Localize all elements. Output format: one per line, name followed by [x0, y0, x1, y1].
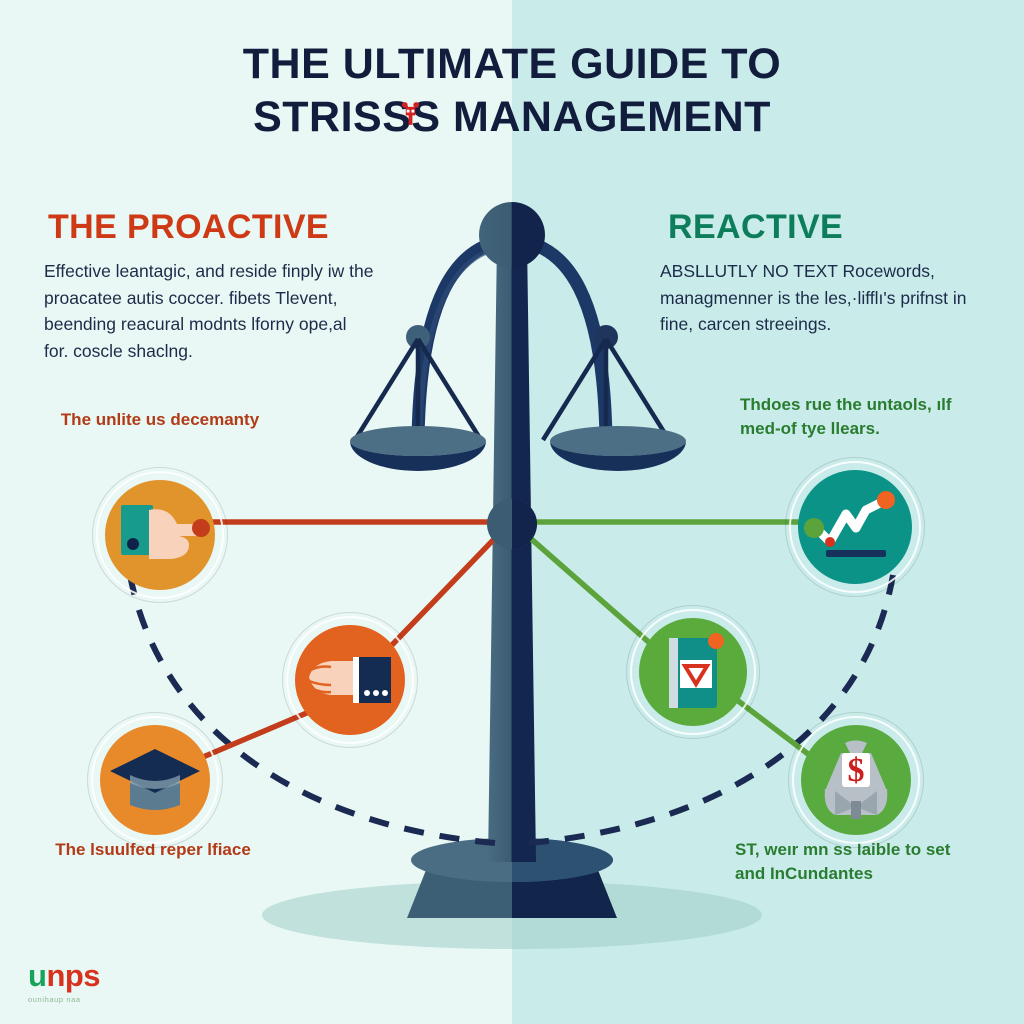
caption-right-top: Thdoes rue the untaols, ılf med-of tye l… — [740, 395, 952, 438]
left-column-heading: THE PROACTIVE — [48, 208, 330, 246]
title-line-2: STRISSS MANAGEMENT — [253, 93, 771, 142]
node-handshake[interactable] — [282, 612, 418, 748]
scale-pivot-ball — [479, 202, 545, 268]
node-outer-ring — [87, 712, 223, 848]
node-outer-ring — [626, 605, 760, 739]
dashed-arc-left — [127, 574, 496, 846]
scale-base-top-shade — [512, 838, 613, 882]
dashed-arc-right — [527, 574, 896, 846]
logo-tagline: ounihaup naa — [28, 995, 81, 1004]
scale-left-hanger-knob — [406, 325, 430, 349]
caption-left-bottom: The lsuulfed reper lfiace — [55, 840, 251, 859]
scale-right-pan — [550, 426, 686, 456]
scale-right-pan-bowl — [550, 441, 686, 471]
logo-letters-nps: nps — [46, 958, 101, 993]
scale-right-hanger-knob — [594, 325, 618, 349]
scale-left-strings — [353, 337, 483, 442]
right-column-heading: REACTIVE — [668, 208, 844, 246]
scale-post — [488, 240, 536, 862]
caption-right-bottom: ST, weır mn ss laible to set and InCunda… — [735, 840, 951, 883]
handshake-icon — [308, 657, 391, 703]
page-title: THE ULTIMATE GUIDE TO STRISSS MANAGEMENT — [0, 38, 1024, 145]
left-column-paragraph: Effective leantagic, and reside finply i… — [44, 261, 374, 361]
title-line-2-wrap: STRISSS MANAGEMENT — [253, 91, 771, 144]
scale-right-strings — [541, 337, 671, 442]
svg-text:$: $ — [848, 752, 865, 789]
graduation-cap-icon — [110, 749, 200, 810]
right-column-paragraph: ABSLLUTLY NO TEXT Rocewords, managmenner… — [660, 261, 967, 335]
logo-wordmark: unps — [28, 958, 101, 994]
node-outer-ring — [785, 457, 925, 597]
center-hub-shade — [512, 499, 537, 549]
scale-left-pan — [350, 426, 486, 456]
caption-left-top: The unlite us decemanty — [60, 410, 260, 429]
title-line-1: THE ULTIMATE GUIDE TO — [242, 40, 782, 88]
line-chart-icon — [804, 491, 895, 557]
node-money-bag[interactable]: $ — [788, 712, 924, 848]
node-pointing-hand[interactable] — [92, 467, 228, 603]
node-graduation-cap[interactable] — [87, 712, 223, 848]
node-outer-ring — [788, 712, 924, 848]
scale-left-pan-bowl — [350, 441, 486, 471]
connector-left-mid — [390, 534, 499, 647]
node-outer-ring — [92, 467, 228, 603]
node-line-chart[interactable] — [785, 457, 925, 597]
brand-logo[interactable]: unps ounihaup naa — [28, 958, 101, 1004]
money-bag-icon: $ — [824, 740, 888, 819]
connector-right-mid — [527, 534, 654, 648]
checklist-book-icon — [669, 633, 724, 708]
logo-letter-u: u — [28, 958, 47, 993]
node-outer-ring — [282, 612, 418, 748]
pointing-hand-icon — [121, 505, 210, 559]
node-checklist-book[interactable] — [626, 605, 760, 739]
